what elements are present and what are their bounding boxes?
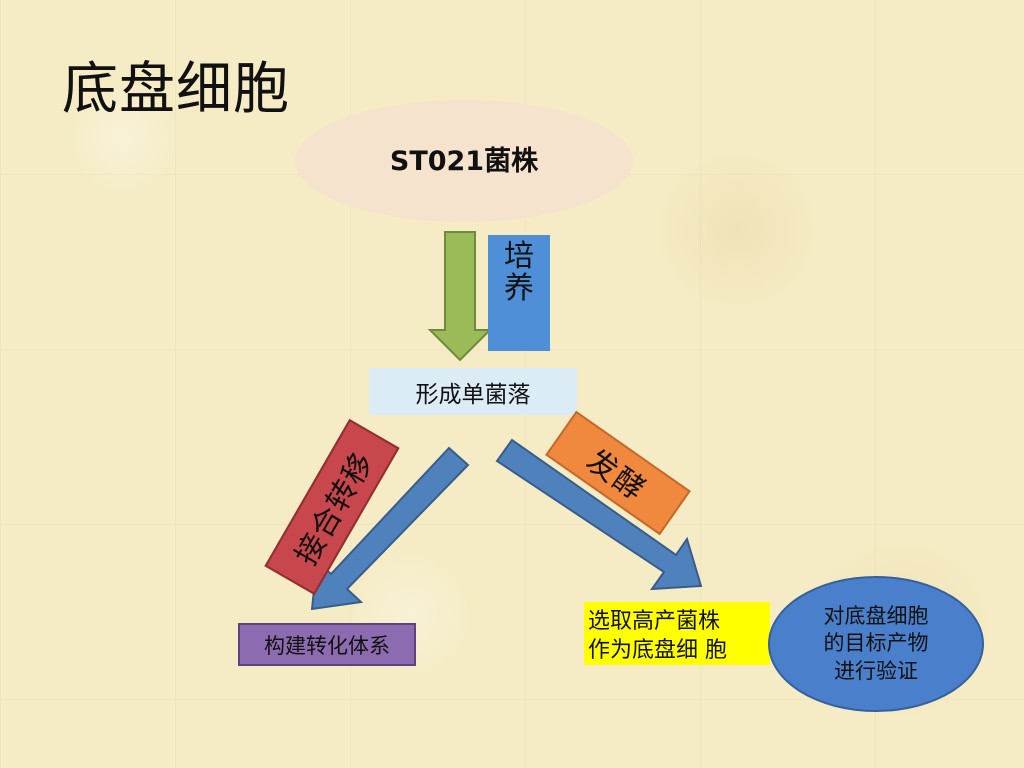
culture-char-2: 养 [504, 271, 534, 307]
culture-box: 培 养 [488, 235, 550, 351]
select-line-1: 选取高产菌株 [588, 609, 721, 634]
verify-ellipse: 对底盘细胞 的目标产物 进行验证 [768, 576, 984, 712]
select-line-2: 作为底盘细 胞 [588, 637, 727, 663]
strain-ellipse: ST021菌株 [295, 100, 633, 222]
culture-char-1: 培 [504, 239, 534, 274]
colony-box: 形成单菌落 [369, 368, 577, 415]
verify-line-3: 进行验证 [834, 658, 918, 683]
construct-box: 构建转化体系 [238, 623, 416, 666]
verify-line-2: 的目标产物 [823, 631, 929, 656]
colony-label: 形成单菌落 [415, 381, 531, 408]
select-box: 选取高产菌株 作为底盘细 胞 [584, 602, 770, 665]
strain-label: ST021菌株 [389, 145, 539, 177]
slide-title: 底盘细胞 [62, 57, 290, 122]
down-arrow [427, 231, 493, 362]
construct-label: 构建转化体系 [264, 633, 390, 658]
verify-line-1: 对底盘细胞 [823, 604, 929, 629]
right-down-arrow [495, 438, 703, 591]
